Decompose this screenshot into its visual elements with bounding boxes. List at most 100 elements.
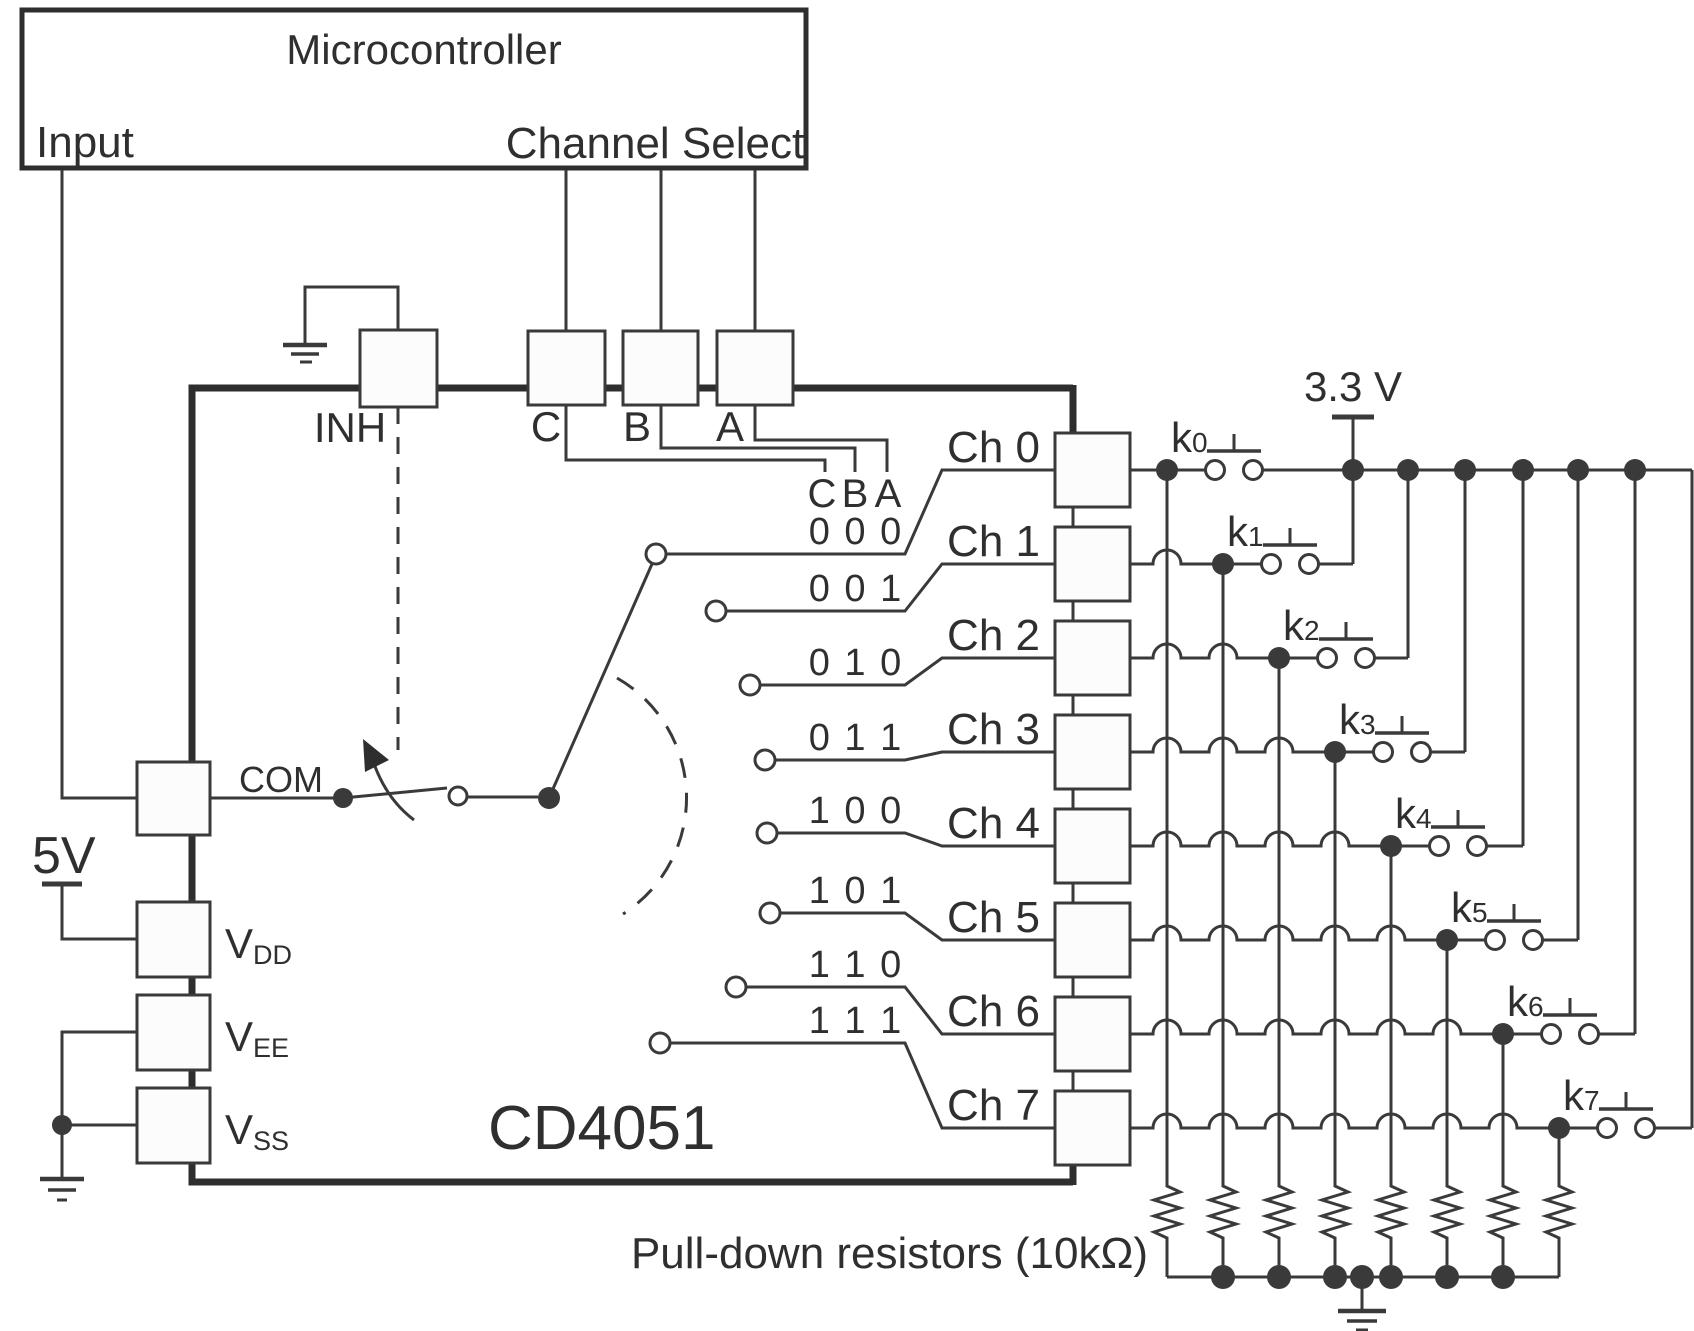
resistor-6 bbox=[1484, 1034, 1522, 1277]
resistor-1 bbox=[1204, 564, 1242, 1277]
button-contact bbox=[1242, 459, 1264, 481]
button-label-7: k7 bbox=[1563, 1072, 1600, 1119]
code-label-1: 0 0 1 bbox=[809, 568, 904, 610]
pin-ch4-box bbox=[1053, 807, 1132, 885]
button-contact bbox=[1522, 929, 1544, 951]
bundle-wire-a bbox=[753, 405, 889, 472]
k-base: k bbox=[1339, 696, 1361, 743]
k-sub: 6 bbox=[1528, 991, 1544, 1022]
button-contact bbox=[1260, 553, 1282, 575]
button-label-1: k1 bbox=[1227, 508, 1264, 555]
button-label-2: k2 bbox=[1283, 602, 1320, 649]
rail-junction-dot bbox=[1211, 1265, 1235, 1289]
contact-circle-0 bbox=[644, 542, 668, 566]
button-label-4: k4 bbox=[1395, 790, 1432, 837]
k-sub: 2 bbox=[1304, 615, 1320, 646]
supply-5v-label: 5V bbox=[32, 827, 96, 885]
pin-vee-box bbox=[135, 993, 212, 1072]
vdd-supply-wire bbox=[60, 884, 137, 941]
contact-circle-7 bbox=[648, 1031, 672, 1055]
code-label-6: 1 1 0 bbox=[809, 944, 904, 986]
button-label-3: k3 bbox=[1339, 696, 1376, 743]
pin-c-label: C bbox=[531, 403, 561, 450]
k-base: k bbox=[1451, 884, 1473, 931]
channel-label-5: Ch 5 bbox=[947, 893, 1040, 942]
microcontroller-box bbox=[19, 7, 809, 171]
channel-label-3: Ch 3 bbox=[947, 705, 1040, 754]
pin-a-box bbox=[715, 329, 795, 407]
mcu-power: 5V bbox=[32, 827, 137, 1202]
button-k4: k4 bbox=[1380, 790, 1488, 857]
pin-vdd-label: VDD bbox=[225, 920, 292, 970]
button-label-6: k6 bbox=[1507, 978, 1544, 1025]
k-base: k bbox=[1283, 602, 1305, 649]
pin-com-label: COM bbox=[239, 759, 323, 800]
rail-dot-1 bbox=[1342, 459, 1364, 481]
button-contact bbox=[1578, 1023, 1600, 1045]
button-contact bbox=[1410, 741, 1432, 763]
contact-row-3: 0 1 1 bbox=[753, 717, 1055, 772]
rail-dot-2 bbox=[1397, 459, 1419, 481]
keypad: 3.3 V bbox=[1130, 363, 1694, 1139]
k-sub: 7 bbox=[1584, 1085, 1600, 1116]
button-k3: k3 bbox=[1324, 696, 1432, 763]
vdd-base: V bbox=[225, 920, 253, 967]
row-wire-7a bbox=[1130, 1112, 1597, 1130]
contact-row-5: 1 0 1 bbox=[758, 870, 1055, 942]
resistor-5 bbox=[1428, 940, 1466, 1277]
pin-vdd-box bbox=[135, 900, 212, 979]
button-k0: k0 bbox=[1156, 414, 1264, 481]
button-contact bbox=[1466, 835, 1488, 857]
pulldown-note: Pull-down resistors (10kΩ) bbox=[631, 1229, 1148, 1278]
pin-vss-label: VSS bbox=[225, 1106, 289, 1156]
rail-junction-dot bbox=[1379, 1265, 1403, 1289]
button-contact bbox=[1298, 553, 1320, 575]
contact-wire-0 bbox=[666, 468, 1055, 556]
button-contact bbox=[1372, 741, 1394, 763]
k-sub: 0 bbox=[1192, 427, 1208, 458]
code-label-4: 1 0 0 bbox=[809, 790, 904, 832]
row-wire-4a bbox=[1130, 830, 1429, 848]
pin-com-box bbox=[135, 760, 212, 837]
contact-wire-3 bbox=[775, 750, 1055, 762]
com-switch bbox=[210, 563, 689, 916]
rail-junction-dot bbox=[1323, 1265, 1347, 1289]
k-sub: 5 bbox=[1472, 897, 1488, 928]
k-sub: 4 bbox=[1416, 803, 1432, 834]
microcontroller-title: Microcontroller bbox=[286, 26, 561, 73]
pin-a-label: A bbox=[716, 403, 744, 450]
microcontroller: Microcontroller Input Channel Select bbox=[19, 7, 809, 171]
button-contact bbox=[1316, 647, 1338, 669]
pin-ch3-box bbox=[1053, 713, 1132, 791]
k-base: k bbox=[1507, 978, 1529, 1025]
contact-row-6: 1 1 0 bbox=[724, 944, 1055, 1036]
selector-contacts: 0 0 0 0 0 1 0 1 0 0 1 1 1 0 0 1 0 1 bbox=[644, 468, 1055, 1130]
resistor-3 bbox=[1316, 752, 1354, 1277]
channel-label-1: Ch 1 bbox=[947, 517, 1040, 566]
vee-vss-junction-dot bbox=[52, 1115, 72, 1135]
mcu-channel-select-label: Channel Select bbox=[506, 119, 804, 168]
supply-3v3-label: 3.3 V bbox=[1304, 363, 1402, 410]
pin-ch7-box bbox=[1053, 1089, 1132, 1167]
button-contact bbox=[1354, 647, 1376, 669]
pin-inh-box bbox=[358, 328, 439, 409]
contact-row-2: 0 1 0 bbox=[738, 642, 1055, 697]
vss-base: V bbox=[225, 1106, 253, 1153]
contact-circle-2 bbox=[738, 673, 762, 697]
mcu-wires bbox=[60, 170, 757, 800]
code-label-2: 0 1 0 bbox=[809, 642, 904, 684]
button-contact bbox=[1204, 459, 1226, 481]
button-label-5: k5 bbox=[1451, 884, 1488, 931]
chip-name: CD4051 bbox=[488, 1094, 715, 1163]
code-label-0: 0 0 0 bbox=[809, 511, 904, 553]
wiper-arm bbox=[547, 563, 654, 799]
pin-ch1-box bbox=[1053, 525, 1132, 603]
bundle-wire-c bbox=[564, 405, 827, 472]
pin-vee-label: VEE bbox=[225, 1013, 289, 1063]
contact-wire-7 bbox=[670, 1041, 1055, 1130]
vdd-sub: DD bbox=[253, 940, 292, 970]
code-label-5: 1 0 1 bbox=[809, 870, 904, 912]
k-base: k bbox=[1227, 508, 1249, 555]
